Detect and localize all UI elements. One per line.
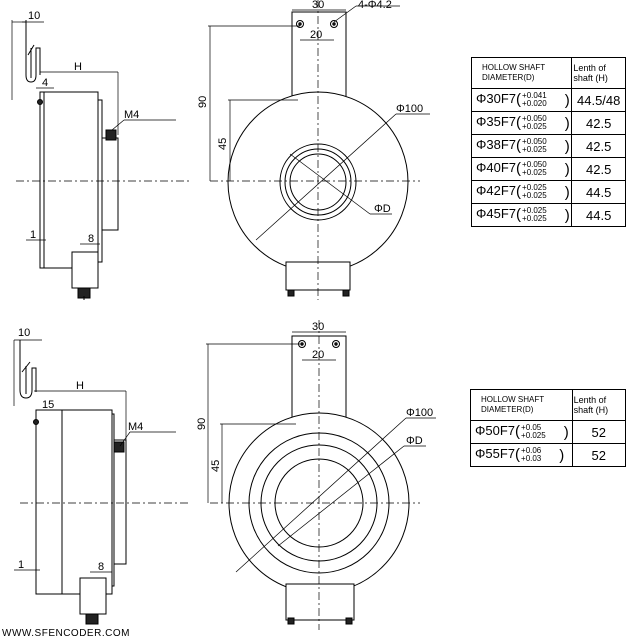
row-upper-tol: +0.025 (522, 183, 547, 193)
top-dim-phiD: ΦD (374, 203, 391, 215)
bottom-dim-15: 15 (42, 399, 54, 411)
row-length: 52 (571, 443, 626, 467)
bottom-dim-phiD: ΦD (406, 435, 423, 447)
row-diameter: Φ45F7 (476, 206, 517, 222)
row-diameter: Φ42F7 (476, 183, 517, 199)
bottom-dim-30: 30 (312, 321, 324, 333)
bottom-dim-H: H (76, 380, 84, 392)
row-lower-tol: +0.025 (522, 214, 547, 224)
table-row: Φ45F7(+0.025+0.025) 44.5 (470, 203, 626, 227)
row-upper-tol: +0.025 (522, 206, 547, 216)
top-front-view: 30 20 4-Φ4.2 Φ100 ΦD 90 45 (197, 0, 430, 300)
top-dim-8: 8 (88, 233, 94, 245)
table-row: Φ38F7(+0.050+0.025) 42.5 (470, 134, 626, 158)
top-dim-4: 4 (42, 77, 48, 89)
top-spec-table: HOLLOW SHAFT DIAMETER(D) Lenth of shaft … (470, 57, 626, 227)
bottom-dim-phi100: Φ100 (406, 407, 433, 419)
table-row: Φ50F7(+0.05+0.025) 52 (470, 420, 626, 444)
row-length: 44.5 (571, 180, 626, 204)
row-lower-tol: +0.03 (521, 454, 542, 464)
top-encoder-body (39, 91, 99, 269)
top-dim-phi100: Φ100 (396, 103, 423, 115)
top-dim-90: 90 (197, 96, 209, 108)
bottom-front-view: 30 20 Φ100 ΦD 90 45 (196, 320, 436, 630)
top-dim-H: H (74, 61, 82, 73)
top-side-view: 10 H 4 M4 1 8 (11, 10, 190, 300)
bottom-side-view: 10 H 15 M4 1 8 (13, 327, 190, 625)
row-length: 42.5 (571, 134, 626, 158)
bottom-spec-table: HOLLOW SHAFT DIAMETER(D) Lenth of shaft … (470, 389, 626, 467)
table-row: Φ35F7(+0.050+0.025) 42.5 (470, 111, 626, 135)
row-diameter: Φ35F7 (476, 114, 517, 130)
row-upper-tol: +0.050 (522, 114, 547, 124)
bottom-table-header-diameter: HOLLOW SHAFT DIAMETER(D) (470, 389, 573, 421)
row-diameter: Φ40F7 (476, 160, 517, 176)
row-upper-tol: +0.041 (522, 91, 547, 101)
table-row: Φ55F7(+0.06+0.03) 52 (470, 443, 626, 467)
row-diameter: Φ50F7 (475, 423, 516, 439)
row-lower-tol: +0.020 (522, 99, 547, 109)
row-lower-tol: +0.025 (522, 122, 547, 132)
row-length: 42.5 (571, 111, 626, 135)
row-lower-tol: +0.025 (521, 431, 546, 441)
top-dim-1: 1 (30, 229, 36, 241)
row-length: 44.5/48 (571, 88, 626, 112)
bottom-dim-M4: M4 (128, 421, 143, 433)
row-lower-tol: +0.025 (522, 145, 547, 155)
row-length: 42.5 (571, 157, 626, 181)
bottom-dim-45: 45 (210, 460, 222, 472)
bottom-dim-1: 1 (18, 559, 24, 571)
row-upper-tol: +0.050 (522, 160, 547, 170)
top-dim-45: 45 (217, 138, 229, 150)
row-length: 52 (571, 420, 626, 444)
top-table-header-diameter: HOLLOW SHAFT DIAMETER(D) (470, 57, 573, 89)
top-dim-10: 10 (28, 10, 40, 22)
top-dim-holes: 4-Φ4.2 (358, 0, 392, 11)
row-upper-tol: +0.06 (521, 446, 542, 456)
bottom-dim-20: 20 (312, 349, 324, 361)
top-dim-20: 20 (310, 29, 322, 41)
row-upper-tol: +0.05 (521, 423, 542, 433)
row-lower-tol: +0.025 (522, 168, 547, 178)
bottom-dim-90: 90 (196, 418, 208, 430)
table-row: Φ30F7(+0.041+0.020) 44.5/48 (470, 88, 626, 112)
row-diameter: Φ30F7 (476, 91, 517, 107)
bottom-dim-8: 8 (98, 561, 104, 573)
table-row: Φ42F7(+0.025+0.025) 44.5 (470, 180, 626, 204)
top-dim-M4: M4 (124, 109, 139, 121)
table-row: Φ40F7(+0.050+0.025) 42.5 (470, 157, 626, 181)
bottom-table-header-length: Lenth of shaft (H) (571, 389, 626, 421)
bottom-encoder-body (35, 409, 113, 595)
row-length: 44.5 (571, 203, 626, 227)
row-diameter: Φ38F7 (476, 137, 517, 153)
watermark-text[interactable]: WWW.SFENCODER.COM (2, 628, 130, 639)
row-lower-tol: +0.025 (522, 191, 547, 201)
top-table-header-length: Lenth of shaft (H) (571, 57, 626, 89)
row-upper-tol: +0.050 (522, 137, 547, 147)
bottom-dim-10: 10 (18, 327, 30, 339)
row-diameter: Φ55F7 (475, 446, 516, 462)
